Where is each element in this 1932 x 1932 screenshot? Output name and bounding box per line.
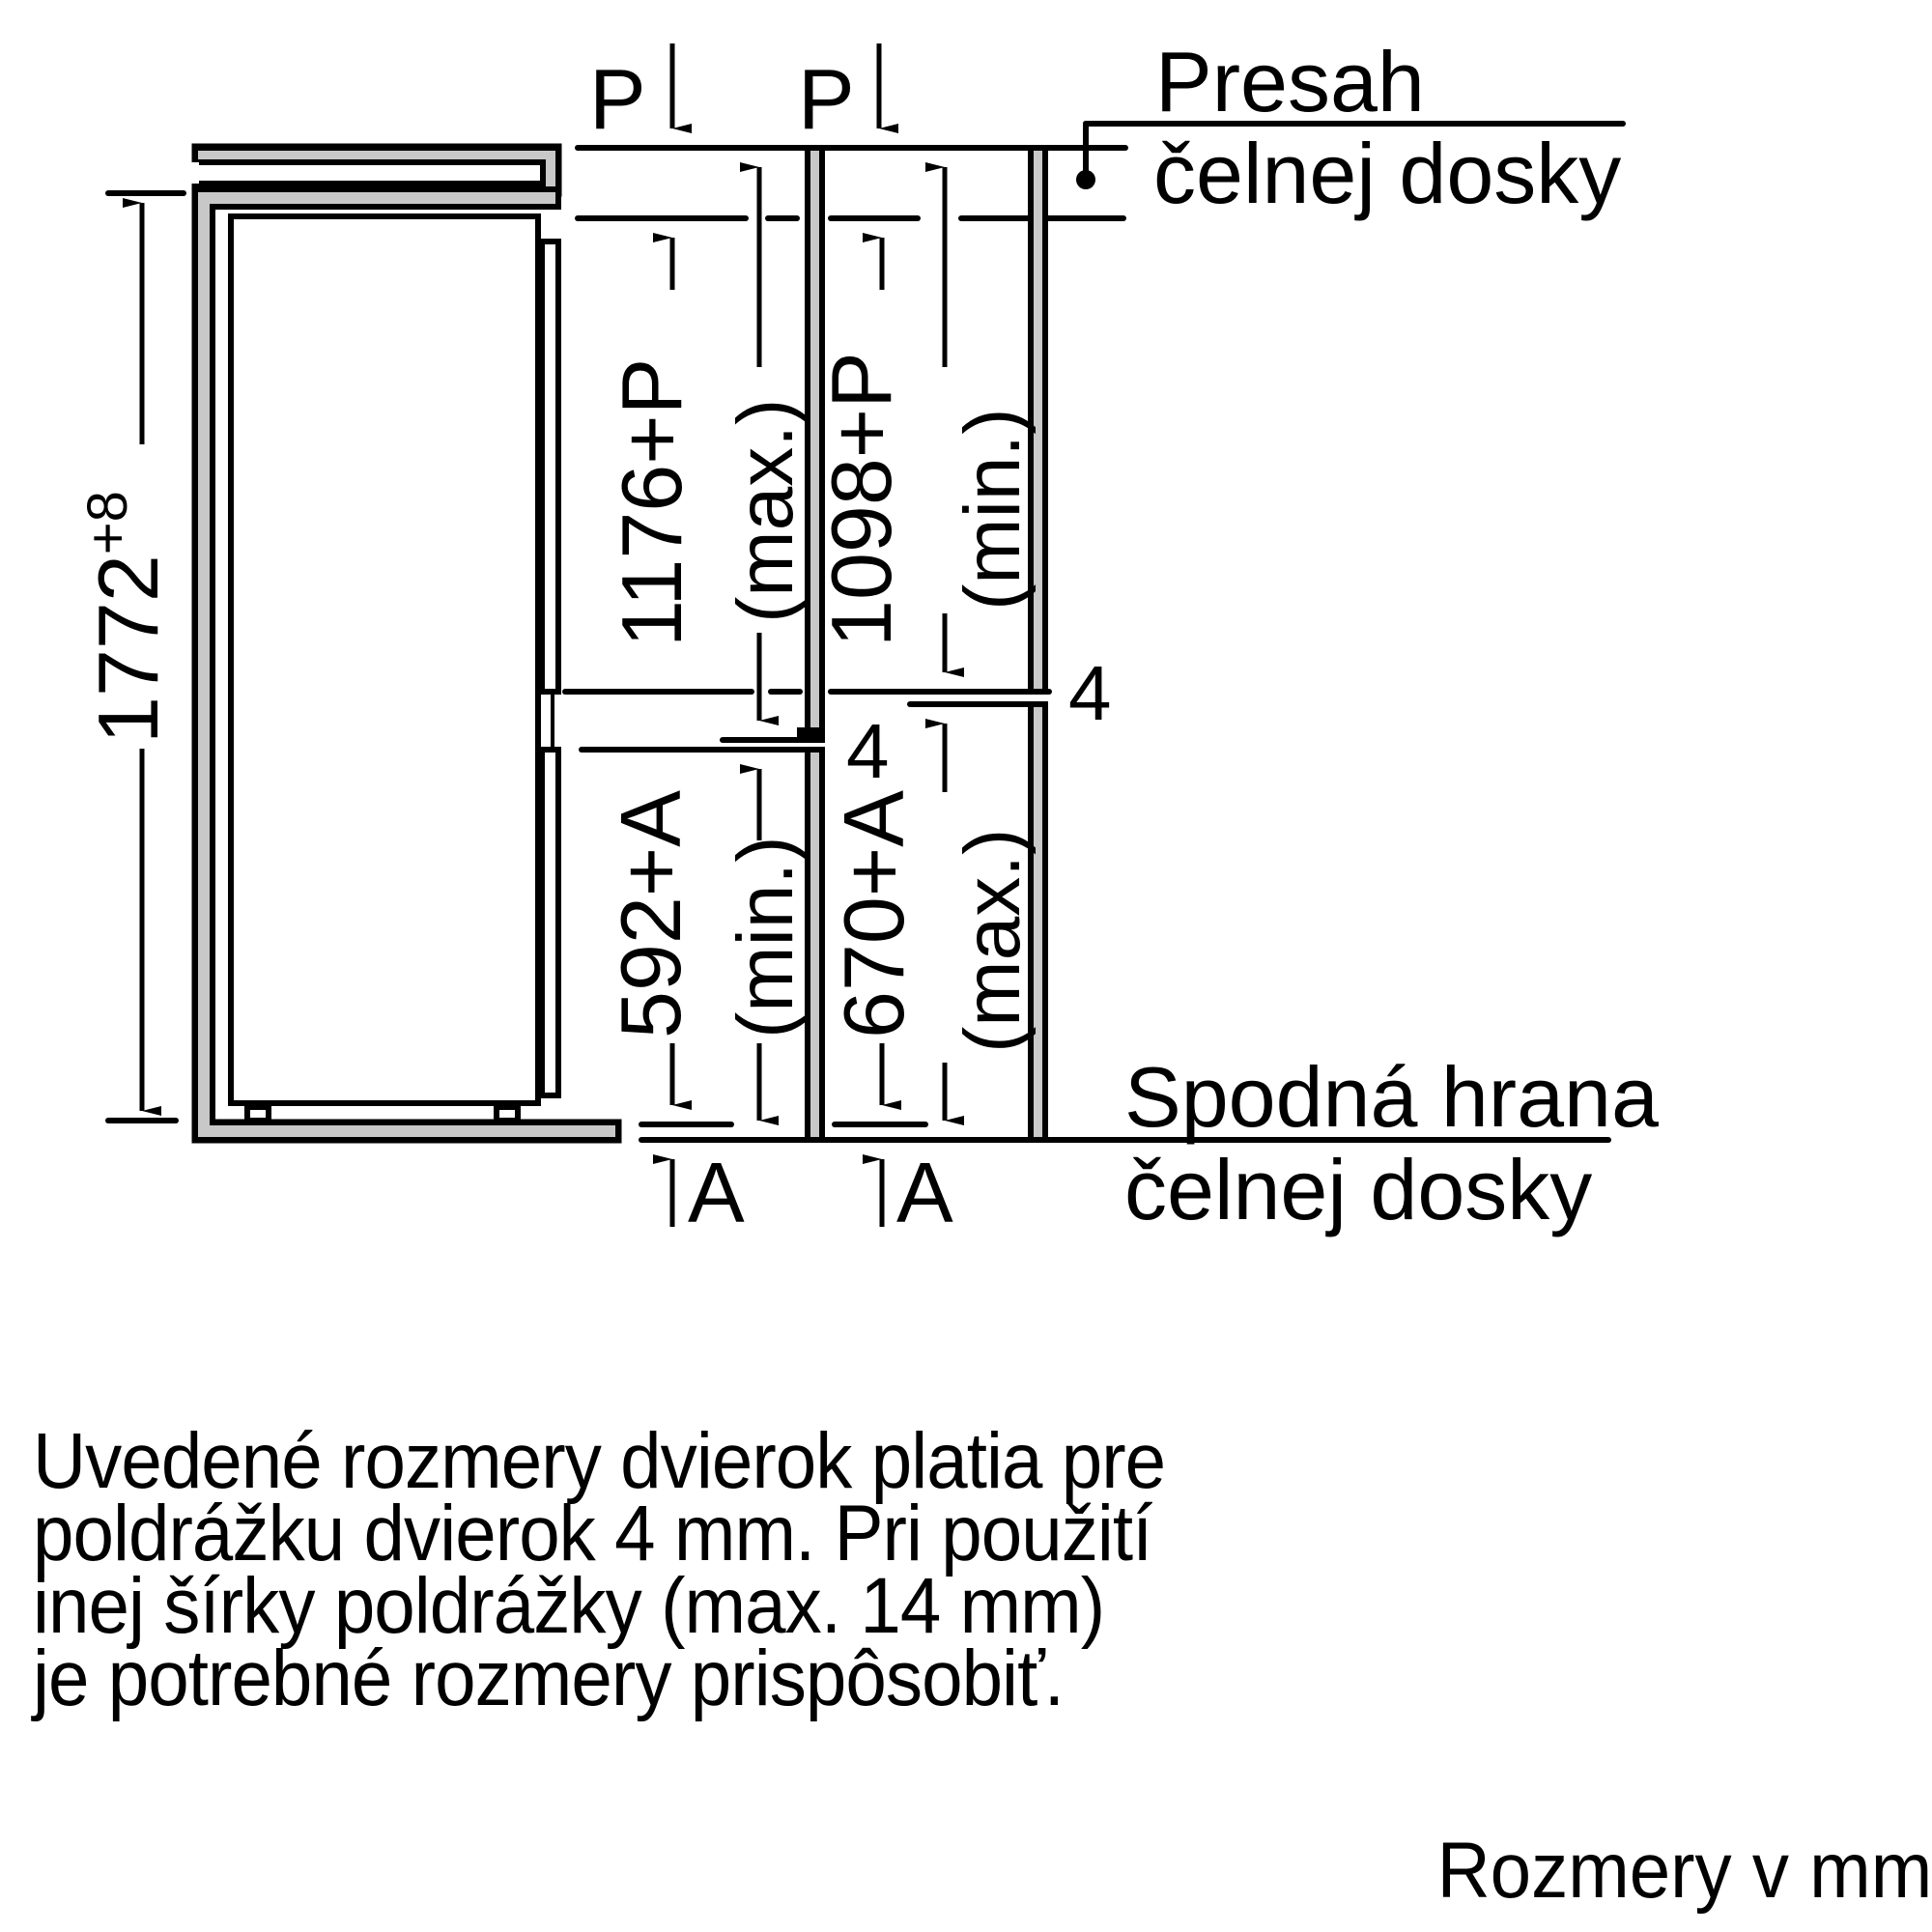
lower-door-max-note: (max.) <box>949 829 1037 1053</box>
upper-door-max-label: 1176+P <box>604 358 699 647</box>
a-label-left: A <box>688 1145 745 1240</box>
overlap-label-line2: čelnej dosky <box>1153 126 1621 221</box>
fridge-foot-right <box>494 1104 521 1123</box>
lower-door-max-label: 670+A <box>826 790 922 1038</box>
note-line: poldrážku dvierok 4 mm. Pri použití <box>33 1490 1152 1577</box>
upper-door-min-note: (min.) <box>949 408 1037 611</box>
bottom-edge-label-line1: Spodná hrana <box>1124 1049 1659 1145</box>
note-line: je potrebné rozmery prispôsobiť. <box>33 1634 1065 1722</box>
note-line: inej šírky poldrážky (max. 14 mm) <box>33 1562 1105 1650</box>
gap-label-left: 4 <box>846 708 890 794</box>
fridge-door-upper <box>539 239 561 695</box>
units-label: Rozmery v mm <box>1436 1827 1932 1915</box>
installation-note: Uvedené rozmery dvierok platia pre poldr… <box>33 1417 1166 1722</box>
right-upper-door-panel <box>1028 145 1048 695</box>
fridge-foot-left <box>244 1104 271 1123</box>
a-label-right: A <box>896 1145 953 1240</box>
p-label-left: P <box>589 51 646 147</box>
lower-door-min-label: 592+A <box>603 790 698 1038</box>
upper-door-min-label: 1098+P <box>813 352 909 647</box>
top-shelf-gap <box>192 159 546 186</box>
cabinet-side-wall <box>192 186 621 1143</box>
right-lower-door-panel <box>1028 701 1048 1143</box>
upper-door-max-note: (max.) <box>722 399 810 623</box>
overlap-label-line1: Presah <box>1155 34 1425 129</box>
fridge-door-lower <box>539 747 561 1098</box>
overlap-leader-dot <box>1076 170 1095 189</box>
left-lower-door-panel <box>805 747 825 1143</box>
lower-door-min-note: (min.) <box>722 836 810 1038</box>
bottom-edge-label-line2: čelnej dosky <box>1124 1142 1592 1237</box>
note-line: Uvedené rozmery dvierok platia pre <box>33 1417 1166 1505</box>
gap-label-right: 4 <box>1068 650 1112 736</box>
total-height-label: 1772+8 <box>76 491 176 744</box>
p-label-right: P <box>798 51 855 147</box>
fridge-body <box>228 213 541 1106</box>
